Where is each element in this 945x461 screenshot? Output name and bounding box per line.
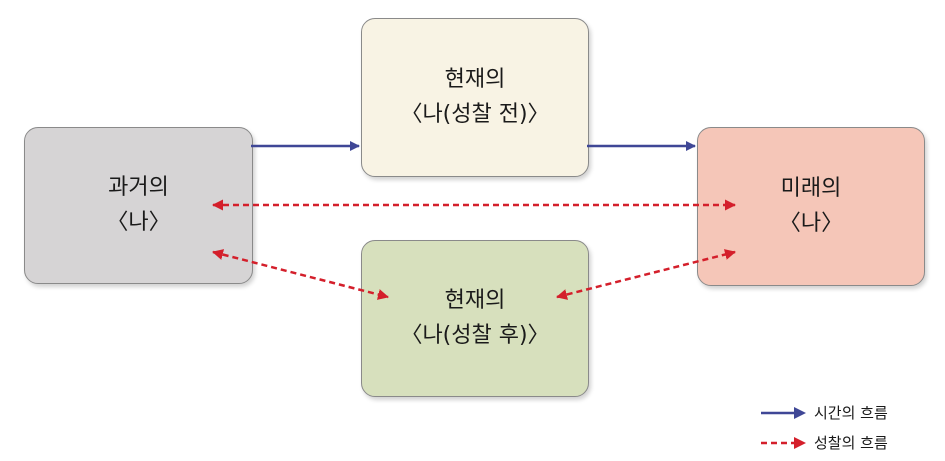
legend-time-flow-label: 시간의 흐름 (814, 404, 888, 422)
present-self-after-box: 현재의 〈나(성찰 후)〉 (361, 240, 589, 397)
legend-dashed-arrow-icon (761, 436, 806, 449)
present-before-label: 〈나(성찰 전)〉 (400, 101, 550, 127)
present-after-label: 〈나(성찰 후)〉 (400, 322, 550, 348)
reflection-arrow-past-present (212, 249, 389, 300)
past-self-label: 〈나〉 (106, 209, 171, 235)
legend-reflection-flow-label: 성찰의 흐름 (814, 434, 888, 452)
legend-solid-arrow-icon (761, 406, 806, 419)
present-after-title: 현재의 (444, 288, 506, 314)
present-before-title: 현재의 (444, 67, 506, 93)
reflection-arrow-present-future (556, 249, 736, 300)
legend-reflection-flow: 성찰의 흐름 (760, 432, 888, 453)
past-self-title: 과거의 (108, 175, 169, 201)
present-self-before-box: 현재의 〈나(성찰 전)〉 (361, 18, 589, 177)
future-self-title: 미래의 (780, 176, 842, 202)
future-self-label: 〈나〉 (778, 210, 844, 236)
legend-time-flow: 시간의 흐름 (760, 402, 888, 423)
